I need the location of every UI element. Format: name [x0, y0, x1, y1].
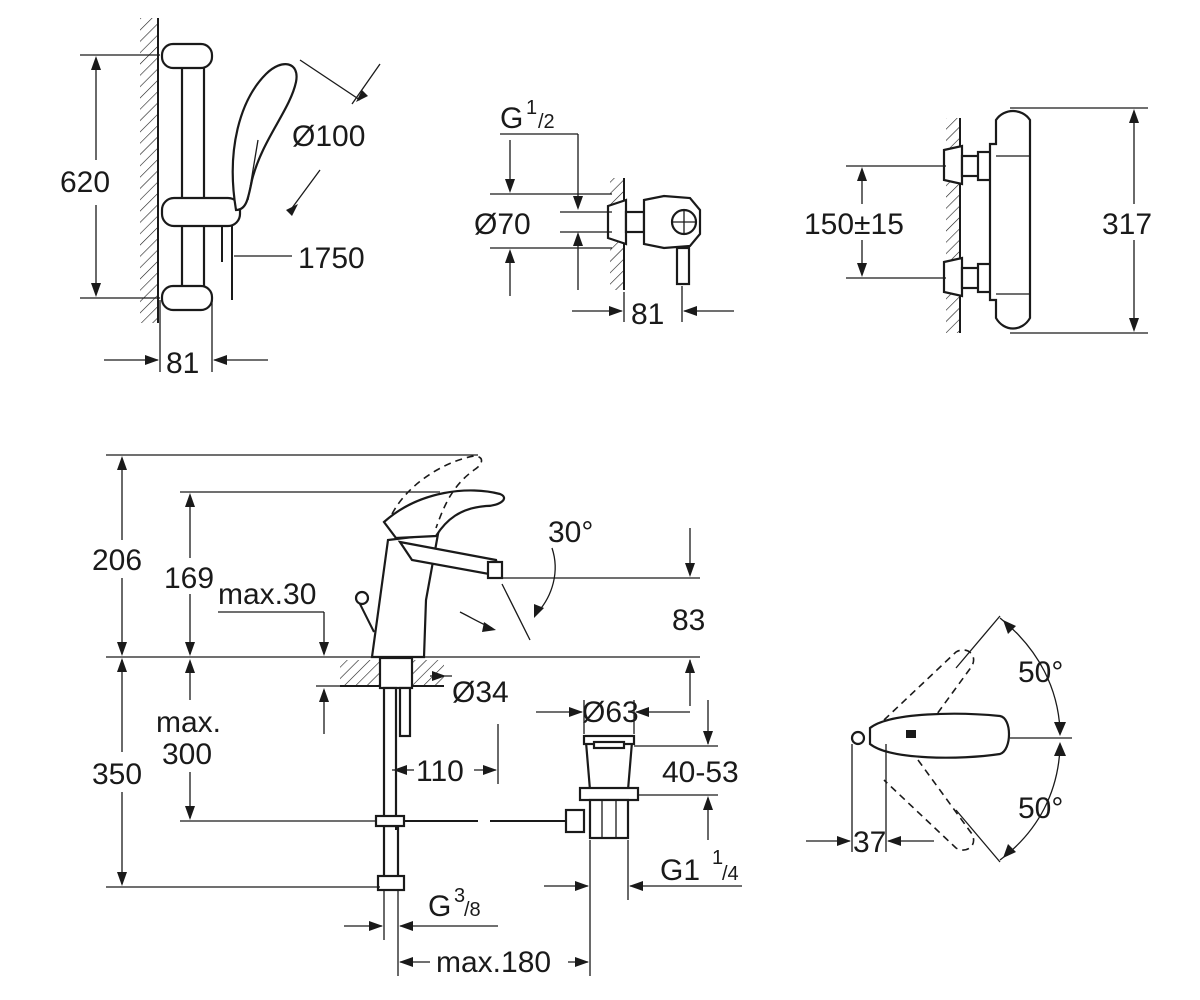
shower-mixer-drawing: G 1 /2 Ø70 81	[474, 97, 734, 331]
supply-thread-sup: 3	[454, 885, 465, 907]
mixer-diameter-label: Ø70	[474, 208, 531, 241]
shower-diameter-label: Ø100	[292, 120, 365, 153]
supply-thread-main: G	[428, 890, 451, 923]
wall-hatch	[140, 18, 158, 323]
waste-diameter-label: Ø63	[582, 696, 639, 729]
spout-height-label: 169	[164, 562, 214, 595]
mixer-thread-sub: /2	[538, 111, 555, 133]
basin-mixer-drawing: 206 169 max.30 30° 83 Ø34	[92, 454, 742, 979]
max-deck-label: max.30	[218, 578, 316, 611]
waste-thread-main: G1	[660, 854, 700, 887]
waste-body	[584, 740, 634, 792]
thermostat-body	[988, 109, 1032, 330]
tap-lever	[382, 489, 506, 540]
lever-top-drawing: 50° 50° 37	[806, 615, 1072, 863]
lever-depth-label: 37	[853, 826, 886, 859]
mixer-thread-main: G	[500, 102, 523, 135]
waste-range-label: 40-53	[662, 756, 739, 789]
max-reach-label: max.180	[436, 946, 551, 979]
top-bracket	[160, 42, 214, 70]
shower-height-label: 620	[60, 166, 110, 199]
tap-body	[370, 532, 440, 659]
angle-up-label: 50°	[1018, 656, 1063, 689]
max-label-2: 300	[162, 738, 212, 771]
max-label-1: max.	[156, 706, 221, 739]
total-height-label: 206	[92, 544, 142, 577]
thermostat-height-label: 317	[1102, 208, 1152, 241]
lever-top	[868, 712, 1011, 759]
reach-label: 83	[672, 604, 705, 637]
below-height-label: 350	[92, 758, 142, 791]
shower-depth-label: 81	[166, 347, 199, 380]
hole-diameter-label: Ø34	[452, 676, 509, 709]
shower-set-drawing: 620 Ø100 1750 81	[60, 18, 381, 380]
supply-thread-sub: /8	[464, 899, 481, 921]
hose-offset-label: 110	[416, 755, 464, 788]
spout-angle-label: 30°	[548, 516, 593, 549]
waste-thread-sup: 1	[712, 847, 723, 869]
angle-down-label: 50°	[1018, 792, 1063, 825]
thermostat-drawing: 150±15 317	[804, 107, 1152, 334]
waste-thread-sub: /4	[722, 863, 739, 885]
mixer-thread-sup: 1	[526, 97, 537, 119]
bottom-bracket	[160, 284, 214, 312]
slider	[160, 196, 242, 228]
handshower	[231, 63, 298, 212]
hose-length-label: 1750	[298, 242, 365, 275]
mixer-depth-label: 81	[631, 298, 664, 331]
thermostat-spacing-label: 150±15	[804, 208, 904, 241]
